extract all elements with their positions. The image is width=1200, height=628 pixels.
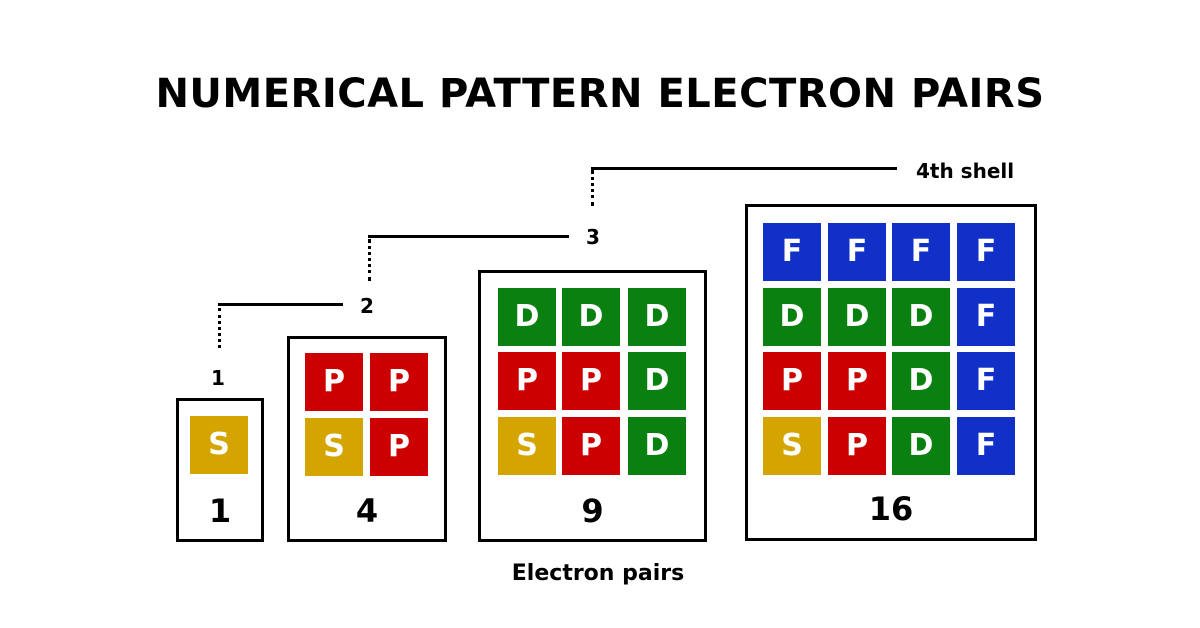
orbital-cell: D [628,288,686,346]
shell-label-2: 2 [360,294,374,318]
orbital-cell: S [763,417,821,475]
orbital-cell: F [957,223,1015,281]
shell-label-4: 4th shell [916,159,1015,183]
shell-label-1: 1 [211,366,225,390]
orbital-cell: D [892,417,950,475]
orbital-cell: F [763,223,821,281]
orbital-cell: P [370,418,428,476]
connector-dotted-3 [591,170,594,206]
orbital-cell: D [892,288,950,346]
orbital-cell: F [957,417,1015,475]
orbital-cell: S [498,417,556,475]
orbital-cell: F [957,352,1015,410]
orbital-cell: P [828,417,886,475]
pair-count-4: 16 [868,490,914,528]
orbital-cell: P [498,352,556,410]
orbital-cell: D [628,417,686,475]
orbital-cell: S [190,416,248,474]
orbital-cell: F [828,223,886,281]
connector-dotted-2 [368,239,371,281]
pair-count-3: 9 [581,492,604,530]
orbital-cell: D [892,352,950,410]
orbital-cell: F [892,223,950,281]
orbital-cell: F [957,288,1015,346]
connector-dotted-1 [218,308,221,348]
orbital-cell: D [763,288,821,346]
orbital-cell: D [562,288,620,346]
orbital-cell: P [562,417,620,475]
orbital-cell: D [828,288,886,346]
orbital-cell: S [305,418,363,476]
shell-label-3: 3 [586,225,600,249]
connector-line-1 [218,303,343,306]
orbital-cell: P [305,353,363,411]
pair-count-1: 1 [208,492,232,530]
pair-count-2: 4 [355,492,379,530]
diagram-title: NUMERICAL PATTERN ELECTRON PAIRS [155,71,1045,117]
orbital-cell: D [628,352,686,410]
orbital-cell: P [763,352,821,410]
footer-label: Electron pairs [511,561,685,586]
orbital-cell: P [828,352,886,410]
orbital-cell: P [562,352,620,410]
orbital-cell: P [370,353,428,411]
connector-line-3 [591,167,897,170]
connector-line-2 [368,235,569,238]
orbital-cell: D [498,288,556,346]
